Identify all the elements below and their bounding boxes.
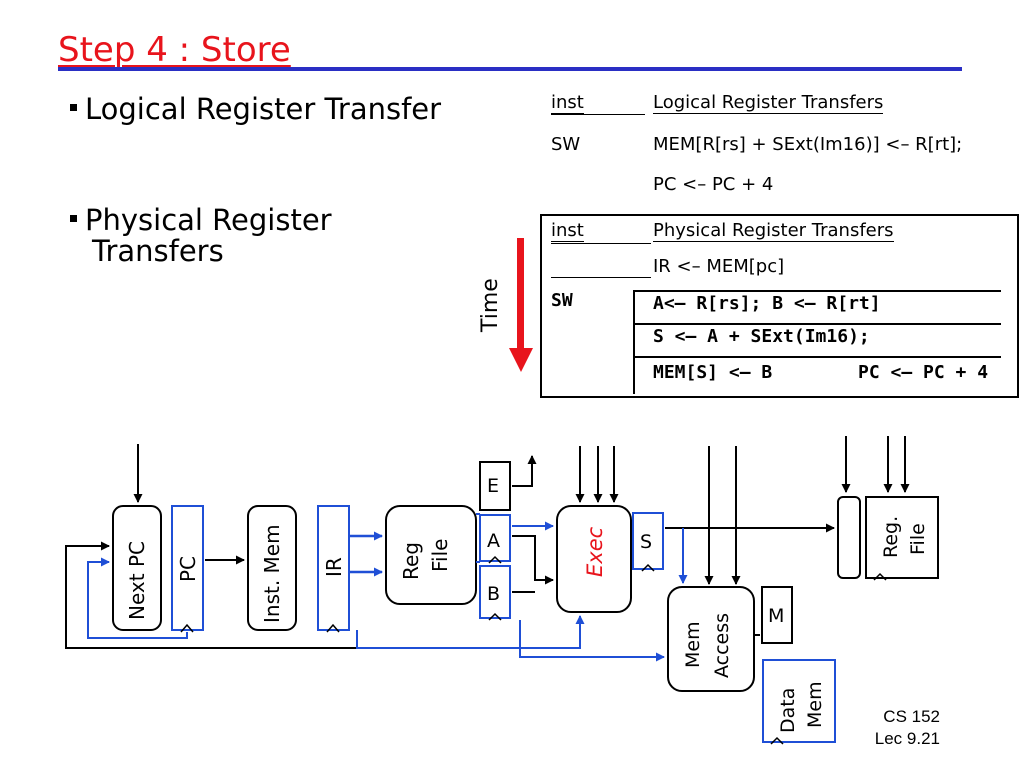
e-output-arrow: [512, 455, 537, 487]
pc-label: PC: [176, 556, 200, 582]
mem-access-label-2: Access: [711, 613, 733, 678]
bullet-square-icon: [70, 214, 77, 222]
physical-step3a: MEM[S] <– B: [653, 362, 773, 383]
physical-step3b: PC <– PC + 4: [858, 362, 989, 383]
pc-feedback-wire: [87, 557, 188, 639]
mem-access-box: [667, 586, 755, 692]
s-register: [632, 512, 664, 570]
reg-file-box: [385, 505, 477, 605]
exec-box: [556, 505, 632, 613]
e-label: E: [487, 475, 499, 497]
time-label: Time: [478, 278, 503, 332]
time-arrow-icon: [509, 238, 533, 372]
datapath-diagram: Next PC PC Inst. Mem IR Reg File E A B E…: [65, 436, 939, 745]
logical-line1: MEM[R[rs] + SExt(Im16)] <– R[rt];: [653, 134, 963, 155]
reg-file-2-label-1: Reg.: [880, 516, 902, 558]
a-register: [479, 514, 511, 562]
reg-file-label-2: File: [428, 539, 452, 572]
next-pc-box: [112, 505, 162, 631]
ir-register: [317, 505, 350, 631]
next-pc-label: Next PC: [125, 541, 149, 620]
exec-label: Exec: [583, 526, 607, 577]
pc-register: [171, 505, 204, 631]
mux-box: [837, 496, 861, 579]
physical-step2: S <– A + SExt(Im16);: [653, 326, 870, 347]
physical-col-transfers: Physical Register Transfers: [653, 220, 894, 242]
s-label: S: [640, 531, 652, 553]
m-label: M: [768, 605, 784, 627]
imm-wire: [356, 615, 585, 649]
logical-col-transfers: Logical Register Transfers: [653, 92, 884, 114]
logical-inst: SW: [551, 134, 581, 155]
physical-step-divider: [633, 290, 635, 394]
physical-fetch-rule: [551, 277, 651, 278]
physical-table-box: [540, 214, 1019, 398]
inst-mem-label: Inst. Mem: [260, 524, 284, 623]
inst-mem-box: [247, 505, 297, 631]
ir-feedback-wire: [65, 541, 358, 649]
bullet-logical: Logical Register Transfer: [70, 94, 441, 125]
data-mem-box: [762, 659, 836, 743]
footer-lecture: Lec 9.21: [874, 729, 940, 748]
bullet-physical-text: Physical Register: [85, 203, 332, 237]
physical-step1: A<– R[rs]; B <– R[rt]: [653, 293, 881, 314]
logical-line2: PC <– PC + 4: [653, 174, 774, 195]
bullet-logical-text: Logical Register Transfer: [85, 92, 442, 126]
footer-course: CS 152: [883, 707, 940, 726]
a-label: A: [487, 530, 500, 552]
title-rule: [58, 67, 962, 71]
e-register: [479, 461, 511, 511]
reg-file-2-box: [865, 496, 939, 579]
bullet-square-icon: [70, 103, 77, 111]
physical-step-rule-3: [633, 356, 1001, 358]
b-label: B: [487, 583, 500, 605]
data-mem-label-1: Data: [777, 688, 799, 733]
bullet-physical: Physical Register: [70, 205, 332, 236]
logical-header-rule-1: [551, 114, 645, 115]
physical-fetch: IR <– MEM[pc]: [653, 256, 785, 277]
physical-header-rule-1: [551, 243, 651, 244]
physical-step-rule-2: [633, 323, 1001, 325]
slide-title: Step 4 : Store: [58, 30, 291, 70]
footer: CS 152 Lec 9.21: [830, 706, 940, 750]
b-register: [479, 565, 511, 619]
bullet-physical-cont: Transfers: [92, 234, 224, 268]
ir-label: IR: [322, 557, 346, 577]
b-to-mem-wire: [519, 620, 665, 662]
m-register: [761, 586, 793, 644]
reg-file-label-1: Reg: [399, 542, 423, 580]
physical-col-inst: inst: [551, 220, 584, 242]
reg-file-2-label-2: File: [907, 523, 929, 555]
logical-col-inst: inst: [551, 92, 584, 114]
physical-inst: SW: [551, 290, 573, 311]
data-mem-label-2: Mem: [804, 681, 826, 728]
physical-step-rule-1: [633, 290, 1001, 292]
mem-access-label-1: Mem: [682, 621, 704, 668]
